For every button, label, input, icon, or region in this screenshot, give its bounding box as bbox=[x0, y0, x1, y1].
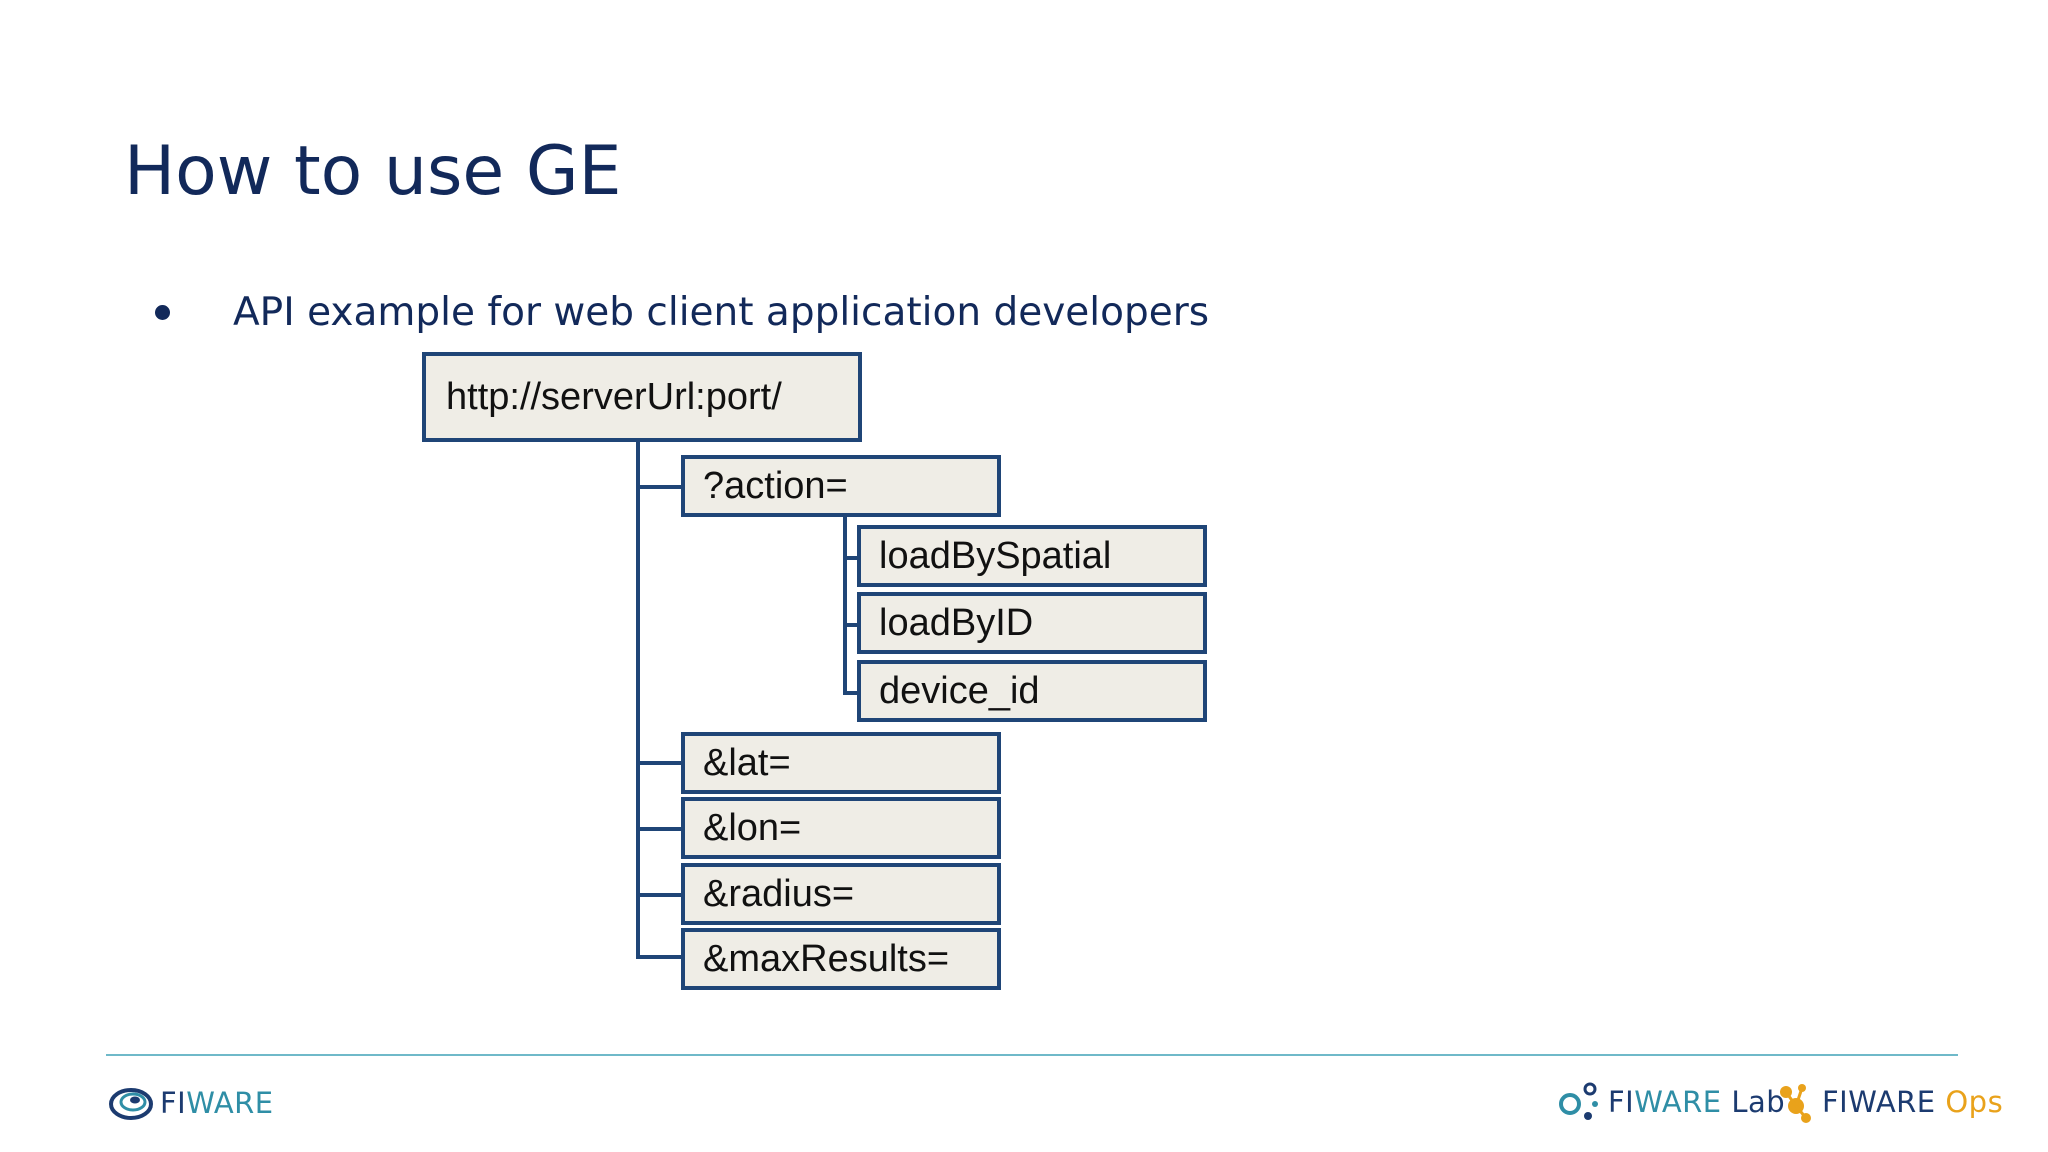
fiware-lab-nodes-icon bbox=[1559, 1082, 1598, 1120]
sub-branch-line bbox=[843, 623, 861, 627]
fiware-lab-logo-text-part: FI bbox=[1608, 1085, 1635, 1119]
tree-node-param: &radius= bbox=[681, 863, 1001, 925]
fiware-lab-logo: FIWARE Lab bbox=[1558, 1078, 1785, 1126]
trunk-line bbox=[636, 440, 640, 957]
tree-node-action-value: loadBySpatial bbox=[857, 525, 1207, 587]
tree-node-action: ?action= bbox=[681, 455, 1001, 517]
fiware-ops-logo: FIWARE Ops bbox=[1776, 1078, 2003, 1126]
tree-node-param: &lon= bbox=[681, 797, 1001, 859]
bullet-text: API example for web client application d… bbox=[233, 289, 1210, 335]
fiware-ops-nodes-icon bbox=[1780, 1084, 1811, 1123]
fiware-ops-logo-text-part: Ops bbox=[1935, 1085, 2004, 1119]
tree-node-action-value: device_id bbox=[857, 660, 1207, 722]
fiware-lab-logo-text-part: WARE bbox=[1634, 1085, 1722, 1119]
branch-line bbox=[636, 485, 681, 489]
branch-line bbox=[636, 761, 681, 765]
fiware-logo-text: FIWARE bbox=[160, 1086, 274, 1120]
branch-line bbox=[636, 827, 681, 831]
fiware-lab-logo-text-part: Lab bbox=[1721, 1085, 1786, 1119]
tree-node-action-value: loadByID bbox=[857, 592, 1207, 654]
fiware-logo: FIWARE bbox=[108, 1082, 274, 1124]
footer-divider bbox=[106, 1054, 1958, 1056]
slide-title: How to use GE bbox=[124, 132, 622, 211]
fiware-swirl-icon bbox=[109, 1088, 153, 1120]
fiware-logo-text-part: WARE bbox=[186, 1086, 274, 1120]
fiware-ops-logo-text-part: FI bbox=[1822, 1085, 1849, 1119]
sub-branch-line bbox=[843, 556, 861, 560]
fiware-ops-logo-text-part: WARE bbox=[1848, 1085, 1936, 1119]
branch-line bbox=[636, 893, 681, 897]
bullet-dot-icon bbox=[155, 304, 170, 320]
bullet-item: API example for web client application d… bbox=[155, 289, 1210, 335]
sub-branch-line bbox=[843, 691, 861, 695]
tree-node-param: &lat= bbox=[681, 732, 1001, 794]
fiware-lab-logo-text: FIWARE Lab bbox=[1608, 1085, 1785, 1119]
fiware-ops-logo-text: FIWARE Ops bbox=[1822, 1085, 2003, 1119]
branch-line bbox=[636, 955, 681, 959]
tree-node-param: &maxResults= bbox=[681, 928, 1001, 990]
sub-trunk-line bbox=[843, 516, 847, 695]
fiware-logo-text-part: FI bbox=[160, 1086, 187, 1120]
tree-node-root: http://serverUrl:port/ bbox=[422, 352, 862, 442]
